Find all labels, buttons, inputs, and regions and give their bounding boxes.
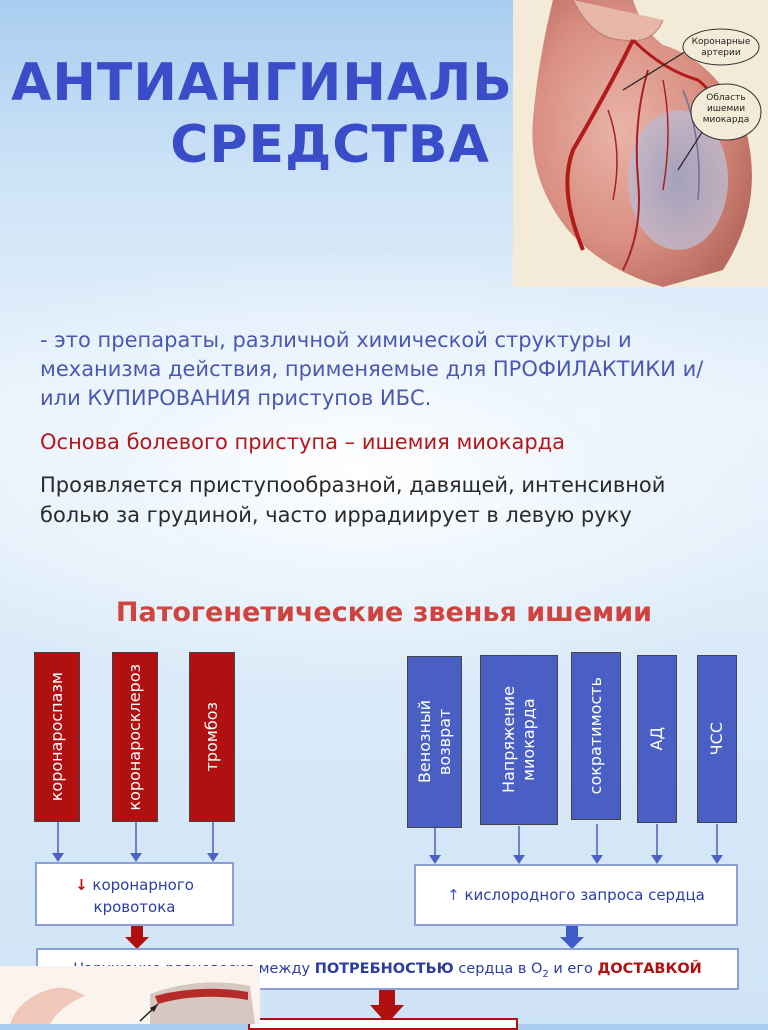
- definition-text: - это препараты, различной химической ст…: [40, 326, 740, 413]
- result-oxygen-demand: ↑ кислородного запроса сердца: [414, 864, 738, 926]
- factor-coronarospasm: коронароспазм: [34, 652, 80, 822]
- arrow-down: [656, 824, 658, 862]
- bottom-result-box-edge: [248, 1018, 518, 1030]
- factor-contractility: сократимость: [571, 652, 621, 820]
- manifestation-text: Проявляется приступообразной, давящей, и…: [40, 470, 740, 530]
- heart-label-coronary-1: Коронарные: [692, 37, 751, 47]
- arrow-down: [212, 822, 214, 860]
- heart-label-ischemia-2: ишемии: [707, 104, 745, 114]
- vessel-illustration: [0, 966, 260, 1024]
- heart-label-coronary-2: артерии: [701, 48, 741, 58]
- arrow-down: [57, 822, 59, 860]
- factor-coronarosclerosis: коронаросклероз: [112, 652, 158, 822]
- factor-venous-return: Венозный возврат: [407, 656, 462, 828]
- arrow-down: [716, 824, 718, 862]
- result-coronary-flow: ↓ коронарного кровотока: [35, 862, 234, 926]
- arrow-down: [434, 828, 436, 862]
- fat-arrow-red: [124, 926, 150, 950]
- arrow-down: [518, 826, 520, 862]
- pathogenesis-title: Патогенетические звенья ишемии: [0, 597, 768, 628]
- factor-blood-pressure: АД: [637, 655, 677, 823]
- heart-illustration: Коронарные артерии Область ишемии миокар…: [513, 0, 768, 287]
- fat-arrow-blue: [559, 926, 585, 950]
- factor-thrombosis: тромбоз: [189, 652, 235, 822]
- heart-label-ischemia-3: миокарда: [703, 115, 750, 125]
- pain-basis-text: Основа болевого приступа – ишемия миокар…: [40, 430, 565, 454]
- heart-label-ischemia-1: Область: [706, 93, 745, 103]
- arrow-down: [596, 824, 598, 862]
- factor-heart-rate: ЧСС: [697, 655, 737, 823]
- factor-myocardial-tension: Напряжение миокарда: [480, 655, 558, 825]
- arrow-down: [135, 822, 137, 860]
